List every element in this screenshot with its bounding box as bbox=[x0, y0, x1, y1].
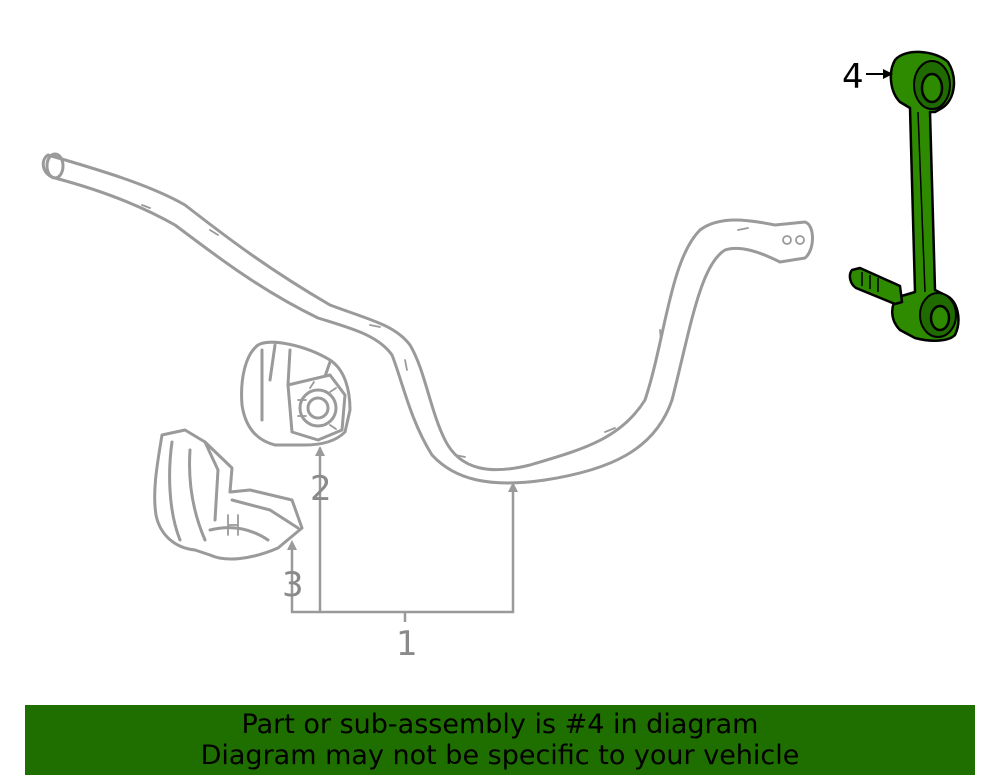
parts-diagram: 1 2 3 4 bbox=[41, 50, 960, 664]
stabilizer-bar bbox=[41, 152, 814, 485]
callout-3: 3 bbox=[282, 565, 304, 605]
callout-2: 2 bbox=[310, 469, 332, 509]
leader-4 bbox=[866, 69, 893, 79]
callout-1: 1 bbox=[396, 624, 418, 664]
leader-lines bbox=[287, 446, 518, 622]
bushing-bracket bbox=[153, 428, 304, 561]
callout-4: 4 bbox=[842, 57, 864, 97]
stabilizer-bushing bbox=[240, 340, 352, 447]
banner-line-2: Diagram may not be specific to your vehi… bbox=[200, 740, 800, 771]
banner-line-1: Part or sub-assembly is #4 in diagram bbox=[241, 709, 759, 740]
info-banner: Part or sub-assembly is #4 in diagram Di… bbox=[25, 705, 975, 775]
stabilizer-link[interactable] bbox=[848, 50, 960, 342]
